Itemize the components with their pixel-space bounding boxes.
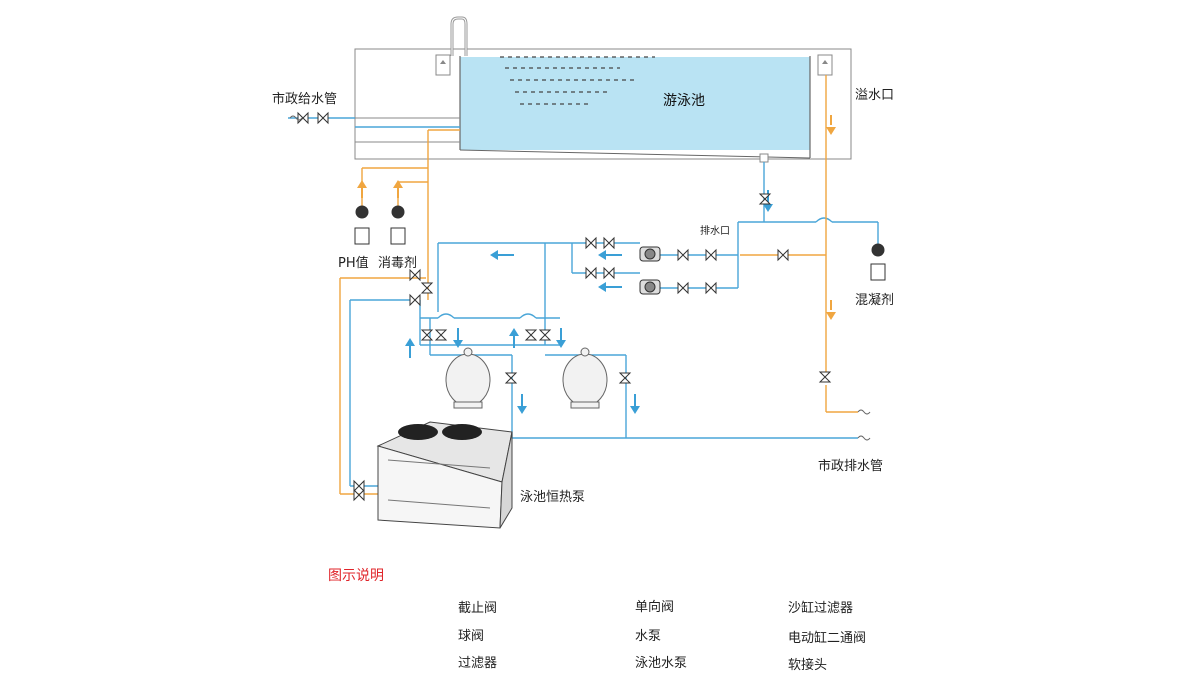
coagulant-label: 混凝剂 bbox=[855, 293, 895, 308]
drain-port-label: 排水口 bbox=[700, 226, 730, 237]
valves bbox=[297, 111, 832, 502]
legend-title: 图示说明 bbox=[328, 568, 384, 584]
heat-pump-unit bbox=[376, 421, 513, 529]
legend-item: 球阀 bbox=[458, 629, 485, 644]
pool-label: 游泳池 bbox=[663, 93, 705, 109]
legend-item: 过滤器 bbox=[458, 656, 498, 671]
blue-flow-arrows bbox=[405, 190, 773, 414]
municipal-supply-label: 市政给水管 bbox=[272, 92, 338, 107]
overflow-label: 溢水口 bbox=[855, 88, 895, 103]
legend-item: 水泵 bbox=[635, 629, 662, 644]
ph-label: PH值 bbox=[338, 256, 369, 271]
pool-pumps bbox=[639, 246, 661, 295]
legend-item: 单向阀 bbox=[635, 600, 675, 615]
dosing-pumps bbox=[354, 205, 886, 281]
orange-flow-arrows bbox=[357, 115, 836, 320]
legend-item: 截止阀 bbox=[458, 601, 498, 616]
legend-item: 软接头 bbox=[788, 658, 828, 673]
blue-pipes bbox=[288, 117, 879, 487]
legend-item: 泳池水泵 bbox=[635, 656, 688, 671]
disinfectant-label: 消毒剂 bbox=[378, 256, 418, 271]
pool-structure bbox=[354, 16, 852, 163]
sand-filters bbox=[445, 347, 608, 409]
legend-item: 电动缸二通阀 bbox=[788, 631, 867, 646]
municipal-drain-label: 市政排水管 bbox=[818, 459, 884, 474]
flexible-joints bbox=[289, 115, 871, 441]
legend-item: 沙缸过滤器 bbox=[788, 601, 854, 616]
pool-water bbox=[460, 57, 810, 150]
heat-pump-label: 泳池恒热泵 bbox=[520, 490, 586, 505]
